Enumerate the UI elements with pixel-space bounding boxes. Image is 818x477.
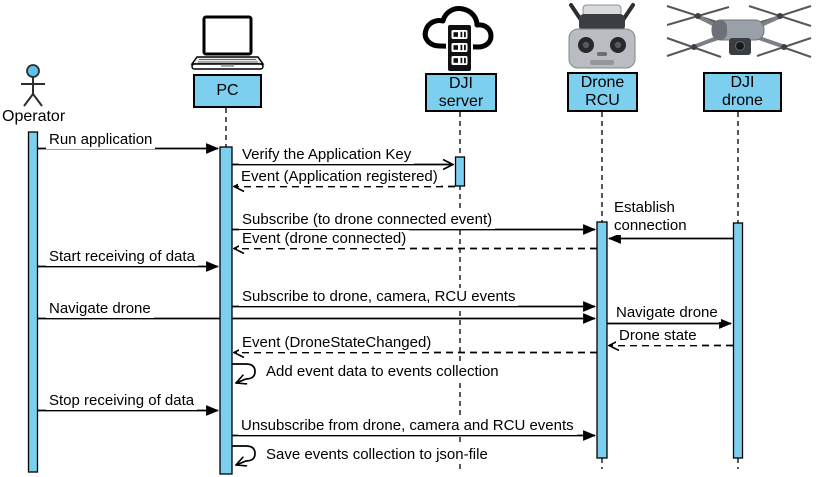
message-label-event-registered: Event (Application registered) [238, 168, 441, 186]
activation-dji-server [454, 156, 466, 187]
message-label-verify-key: Verify the Application Key [239, 146, 415, 164]
participant-label-operator: Operator [2, 108, 66, 125]
participant-box-drone-rcu: Drone RCU [567, 72, 638, 112]
cloud-server-icon [422, 6, 494, 73]
message-label-navigate-drone-rcu: Navigate drone [613, 304, 721, 322]
self-loop-save-collection [232, 445, 256, 465]
activation-drone-rcu [596, 221, 608, 459]
message-label-run-application: Run application [46, 131, 156, 149]
participant-box-pc: PC [193, 74, 262, 108]
message-label-event-state-changed: Event (DroneStateChanged) [239, 334, 435, 352]
laptop-icon [190, 15, 265, 70]
person-icon [21, 64, 45, 107]
drone-icon [666, 5, 812, 58]
message-label-save-collection: Save events collection to json-file [263, 446, 491, 464]
message-label-drone-state: Drone state [616, 327, 700, 345]
message-label-event-drone-connected: Event (drone connected) [239, 230, 410, 248]
activation-dji-drone [732, 222, 744, 459]
message-label-unsubscribe: Unsubscribe from drone, camera and RCU e… [238, 417, 577, 435]
participant-box-dji-drone: DJI drone [703, 72, 782, 112]
message-label-start-receiving: Start receiving of data [46, 248, 198, 266]
message-label-establish-connection: Establish connection [611, 199, 690, 235]
activation-operator [27, 131, 39, 473]
message-label-navigate-drone-op: Navigate drone [46, 300, 154, 318]
self-loop-add-event-data [232, 363, 256, 383]
message-label-stop-receiving: Stop receiving of data [46, 392, 198, 410]
activation-bars [27, 131, 744, 475]
rcu-icon [568, 3, 636, 69]
participant-box-dji-server: DJI server [425, 73, 497, 112]
message-label-subscribe-events: Subscribe to drone, camera, RCU events [239, 288, 519, 306]
activation-pc [219, 146, 233, 475]
self-message-loops [232, 363, 256, 465]
message-label-add-event-data: Add event data to events collection [263, 363, 502, 381]
message-label-subscribe-connected: Subscribe (to drone connected event) [239, 211, 496, 229]
